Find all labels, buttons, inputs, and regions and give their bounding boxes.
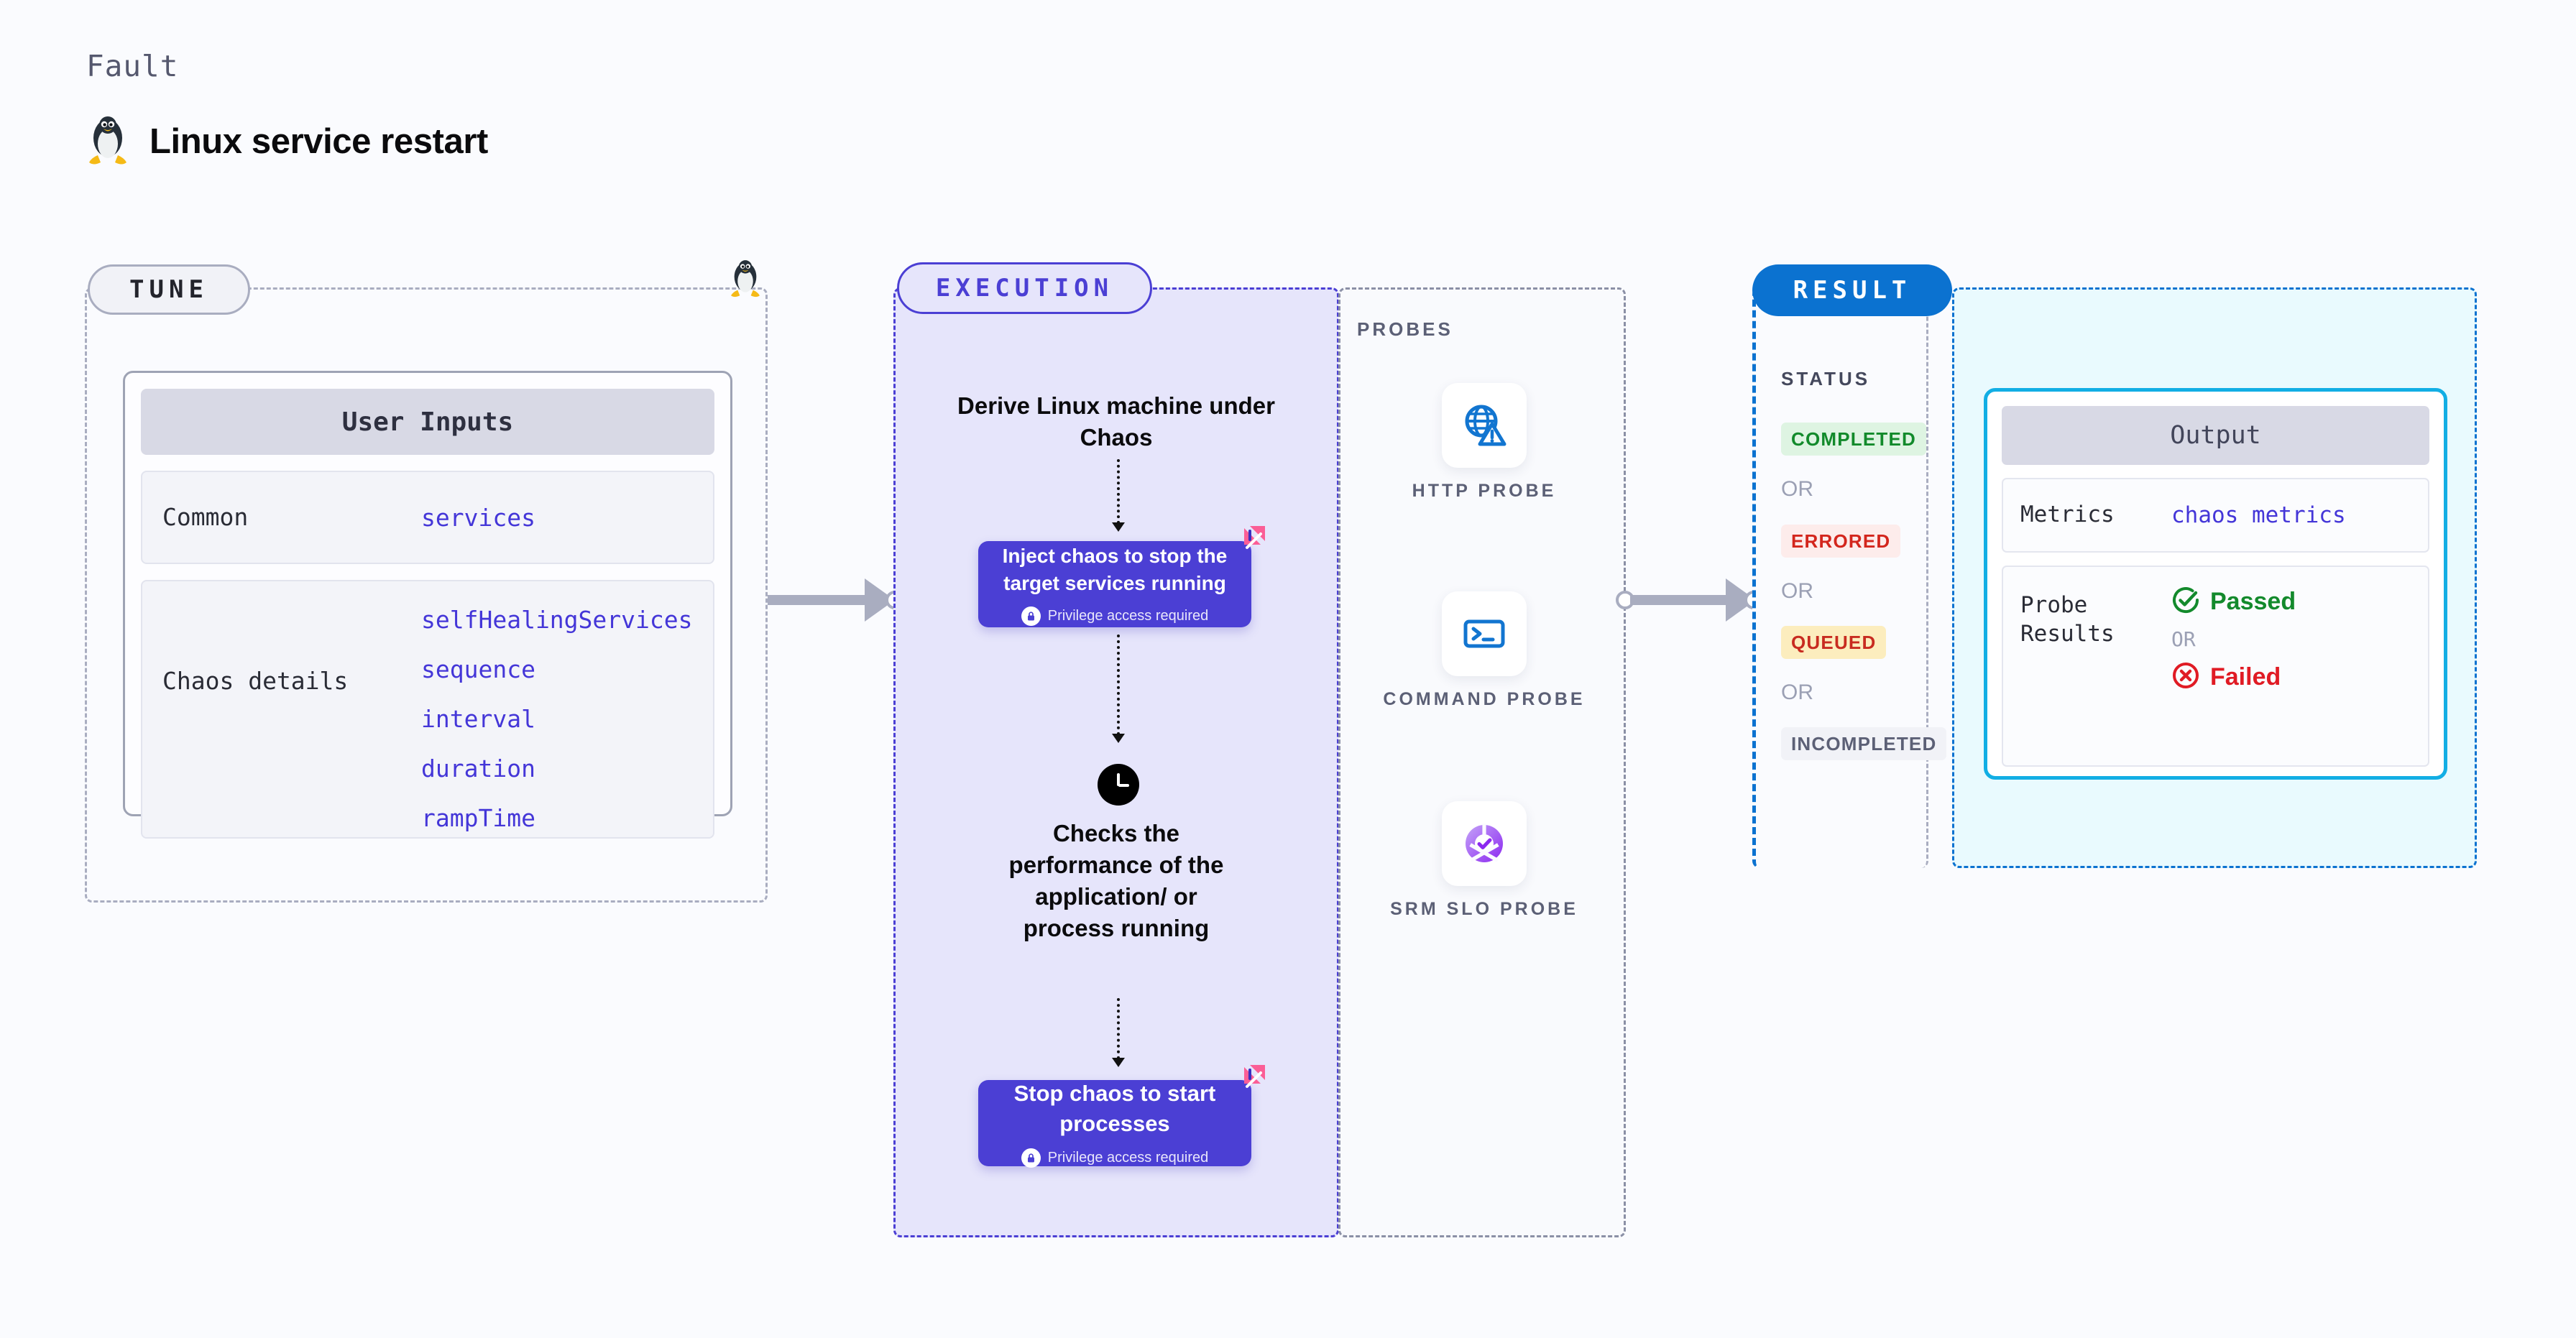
privilege-badge: Privilege access required [1021, 606, 1209, 627]
linux-penguin-icon [729, 259, 762, 300]
status-badge-completed: COMPLETED [1781, 423, 1927, 456]
status-section-label: STATUS [1781, 368, 1871, 389]
execution-step-text: Derive Linux machine under Chaos [957, 392, 1275, 451]
connector-shaft [768, 595, 865, 605]
execution-step-text: Checks the performance of the applicatio… [1008, 820, 1224, 941]
slo-donut-check-icon [1442, 801, 1527, 886]
output-row-probe-results: Probe Results Passed OR [2002, 566, 2429, 767]
probe-label: SRM SLO PROBE [1390, 899, 1578, 919]
flow-arrowhead [1112, 522, 1125, 532]
probe-command[interactable]: COMMAND PROBE [1340, 591, 1628, 712]
connector-shaft [1630, 595, 1726, 605]
status-badge-incompleted: INCOMPLETED [1781, 727, 1947, 760]
input-value[interactable]: sequence [421, 655, 535, 683]
probe-result-passed-label: Passed [2210, 587, 2296, 615]
fault-title-row: Linux service restart [86, 115, 488, 168]
probe-result-passed: Passed [2171, 586, 2296, 617]
tune-panel: User Inputs Common services Chaos detail… [85, 287, 768, 903]
clock-icon [1098, 764, 1139, 806]
probe-result-failed-label: Failed [2210, 663, 2281, 691]
execution-panel: Derive Linux machine under Chaos Inject … [893, 287, 1339, 1237]
probes-panel: HTTP PROBE COMMAND PROBE [1338, 287, 1626, 1237]
status-or-label: OR [1781, 579, 1813, 603]
input-row-values: selfHealingServices sequence interval du… [421, 606, 693, 832]
input-row-label: Chaos details [162, 667, 349, 695]
lock-icon [1021, 1148, 1041, 1168]
output-card: Output Metrics chaos metrics Probe Resul… [1984, 388, 2447, 780]
probe-result-failed: Failed [2171, 661, 2296, 693]
flow-dotted-line [1117, 998, 1120, 1059]
fault-eyebrow-label: Fault [86, 49, 179, 83]
connector-tune-to-execution [768, 578, 895, 622]
probe-result-stack: Passed OR Failed [2171, 586, 2296, 693]
input-value[interactable]: selfHealingServices [421, 606, 693, 634]
output-row-label: Metrics [2020, 502, 2115, 528]
flow-arrowhead [1112, 734, 1125, 743]
execution-badge: EXECUTION [897, 262, 1152, 314]
privilege-label: Privilege access required [1047, 1150, 1209, 1166]
output-row-metrics: Metrics chaos metrics [2002, 478, 2429, 553]
result-status-panel [1752, 287, 1928, 868]
probe-result-or-label: OR [2171, 627, 2196, 651]
input-row-common: Common services [141, 471, 714, 564]
chaos-step-title: Stop chaos to start processes [1013, 1080, 1216, 1136]
probes-section-label: PROBES [1357, 318, 1453, 340]
privilege-label: Privilege access required [1047, 608, 1209, 624]
probe-label: COMMAND PROBE [1383, 689, 1586, 709]
harness-chaos-icon [1228, 1063, 1267, 1102]
x-circle-icon [2171, 661, 2200, 693]
status-badge-queued: QUEUED [1781, 626, 1887, 659]
probe-srm-slo[interactable]: SRM SLO PROBE [1340, 801, 1628, 922]
terminal-icon [1442, 591, 1527, 676]
check-circle-icon [2171, 586, 2200, 617]
input-value[interactable]: services [421, 503, 535, 532]
metrics-value[interactable]: chaos metrics [2171, 502, 2346, 528]
connector-execution-to-result [1630, 578, 1756, 622]
input-row-values: services [421, 504, 535, 532]
chaos-step-title: Inject chaos to stop the target services… [1002, 544, 1228, 594]
input-value[interactable]: interval [421, 705, 535, 733]
harness-chaos-icon [1228, 524, 1267, 563]
input-row-chaos-details: Chaos details selfHealingServices sequen… [141, 580, 714, 839]
user-inputs-header: User Inputs [141, 389, 714, 455]
result-badge: RESULT [1752, 264, 1952, 316]
page-title: Linux service restart [150, 122, 488, 161]
chaos-step-inject[interactable]: Inject chaos to stop the target services… [978, 526, 1265, 627]
status-or-label: OR [1781, 680, 1813, 704]
status-badge-errored: ERRORED [1781, 525, 1901, 558]
output-row-label: Probe Results [2020, 592, 2115, 647]
user-inputs-card: User Inputs Common services Chaos detail… [123, 371, 732, 839]
linux-penguin-icon [86, 115, 129, 168]
probe-http[interactable]: HTTP PROBE [1340, 383, 1628, 504]
flow-dotted-line [1117, 459, 1120, 524]
tune-badge: TUNE [88, 264, 250, 315]
output-card-header: Output [2002, 406, 2429, 465]
input-value[interactable]: rampTime [421, 804, 535, 832]
flow-arrowhead [1112, 1058, 1125, 1067]
status-or-label: OR [1781, 477, 1813, 501]
flow-dotted-line [1117, 635, 1120, 735]
globe-warning-icon [1442, 383, 1527, 468]
probe-label: HTTP PROBE [1412, 481, 1557, 501]
input-row-label: Common [162, 503, 249, 532]
privilege-badge: Privilege access required [1021, 1148, 1208, 1168]
input-value[interactable]: duration [421, 755, 535, 783]
lock-icon [1021, 606, 1041, 627]
chaos-step-stop[interactable]: Stop chaos to start processes Privilege … [978, 1065, 1265, 1168]
